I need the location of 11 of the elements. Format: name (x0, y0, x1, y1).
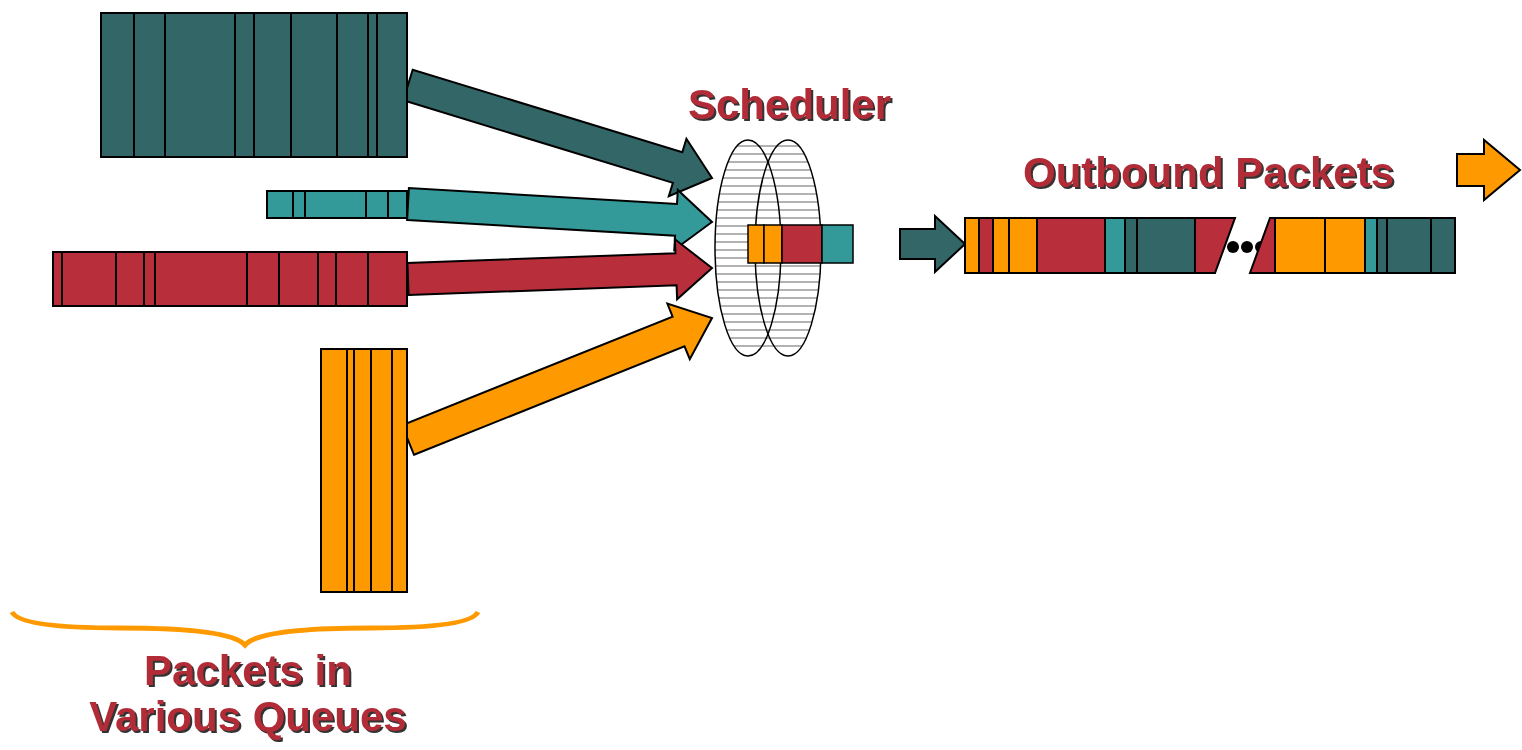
block-arrow (899, 213, 967, 275)
block-arrow (406, 237, 714, 302)
block-arrow (406, 186, 714, 252)
packet-queue (320, 348, 408, 593)
queue-caption: Packets in Various Queues (88, 648, 408, 741)
scheduler-title: Scheduler (688, 82, 892, 129)
outbound-title: Outbound Packets (1023, 150, 1395, 197)
packet-queue (52, 251, 408, 307)
packet-queue (266, 190, 408, 219)
packet-queue (100, 12, 408, 158)
block-arrow (1456, 137, 1522, 203)
